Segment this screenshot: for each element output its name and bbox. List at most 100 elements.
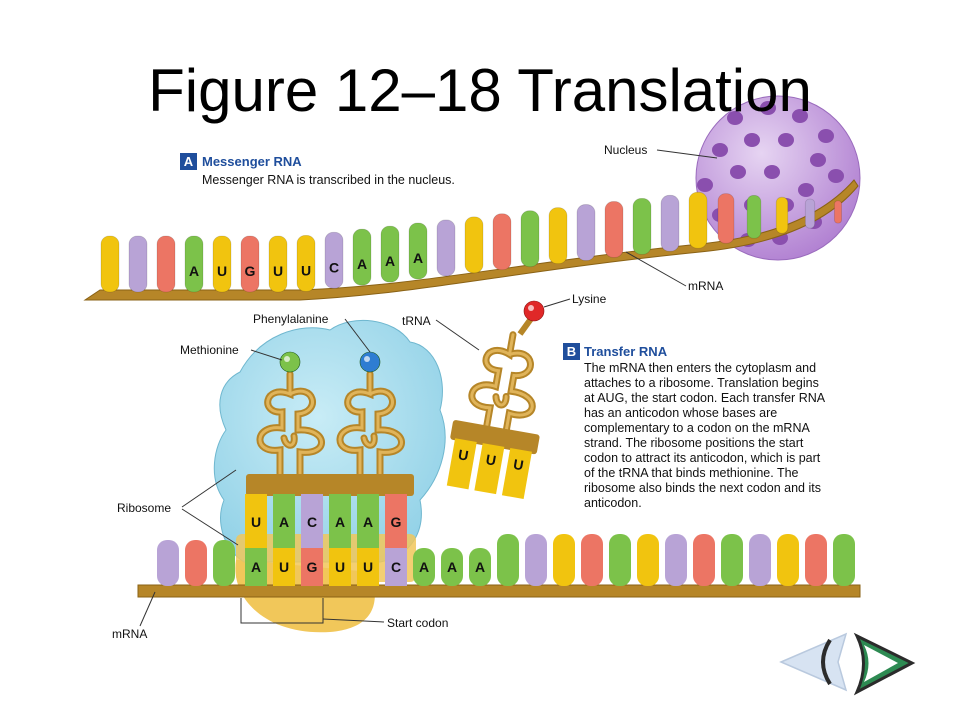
lysine-leader-line: [543, 298, 571, 308]
nucleus-label: Nucleus: [604, 143, 647, 157]
mrna-top-base: [156, 235, 176, 293]
mrna-bottom-base: [609, 534, 631, 586]
start-codon-label: Start codon: [387, 616, 448, 630]
mrna-codon-base-letter: A: [475, 559, 485, 575]
free-trna-base-letter: U: [512, 456, 525, 474]
ribosome-label: Ribosome: [117, 501, 171, 515]
mrna-top-base-letter: U: [217, 263, 227, 279]
mrna-codon-base-letter: U: [335, 559, 345, 575]
forward-arrow-inner: [864, 645, 898, 682]
mrna-bottom-base: [749, 534, 771, 586]
mrna-top-base: [492, 213, 512, 271]
section-b-text-line: ribosome also binds the next codon and i…: [584, 481, 821, 495]
forward-button[interactable]: [853, 632, 916, 696]
mrna-top-base: [804, 198, 816, 229]
section-b-text-line: has an anticodon whose bases are: [584, 406, 777, 420]
section-b-heading: Transfer RNA: [584, 344, 668, 359]
back-arrow-icon: [779, 632, 848, 692]
mrna-top-base: [296, 234, 316, 292]
section-b-text-line: codon to attract its anticodon, which is…: [584, 451, 821, 465]
section-b-text-line: strand. The ribosome positions the start: [584, 436, 804, 450]
section-b-text-line: The mRNA then enters the cytoplasm and: [584, 361, 816, 375]
page-title: Figure 12–18 Translation: [148, 57, 812, 124]
mrna-top-base: [352, 228, 372, 286]
nuclear-pore: [828, 169, 844, 183]
section-a-heading: Messenger RNA: [202, 154, 302, 169]
mrna-codon-base: [357, 548, 379, 586]
mrna-codon-base: [245, 548, 267, 586]
lysine-amino-acid-shine: [528, 305, 534, 311]
mrna-top-base-letter: A: [357, 256, 367, 272]
section-a-badge-letter: A: [184, 154, 194, 169]
nuclear-pore: [697, 178, 713, 192]
back-button[interactable]: [779, 632, 848, 692]
free-trna-base: [501, 447, 532, 500]
free-trna-arm: [450, 420, 540, 455]
section-b-text-line: at AUG, the start codon. Each transfer R…: [584, 391, 826, 405]
nuclear-pore: [730, 165, 746, 179]
mrna-top-base: [604, 201, 624, 258]
section-b-text-line: of the tRNA that binds methionine. The: [584, 466, 799, 480]
nuclear-pore: [818, 129, 834, 143]
mrna-bottom-base: [525, 534, 547, 586]
phenylalanine-leader-line: [344, 318, 371, 353]
mrna-bottom-base: [157, 540, 179, 586]
section-b-text-line: complementary to a codon on the mRNA: [584, 421, 810, 435]
anticodon-base: [385, 494, 407, 554]
nuclear-pore: [744, 133, 760, 147]
anticodon-base-letter: A: [279, 514, 289, 530]
mrna-top-base-letter: A: [189, 263, 199, 279]
mrna-bottom-base: [721, 534, 743, 586]
mrna-top-label: mRNA: [688, 279, 723, 293]
mrna-codon-base-letter: U: [363, 559, 373, 575]
start-codon-leader-line: [322, 618, 385, 623]
trna-leader-line: [435, 319, 480, 351]
mrna-top-base: [128, 235, 148, 293]
methionine-leader-line: [250, 349, 283, 361]
mrna-bottom-base: [805, 534, 827, 586]
trna-molecule-highlight: [338, 372, 403, 476]
mrna-bottom-base: [833, 534, 855, 586]
section-b-text-line: anticodon.: [584, 496, 642, 510]
mrna-top-base: [464, 216, 484, 274]
mrna-top-base-letter: G: [245, 263, 256, 279]
mrna-top-base: [240, 235, 260, 293]
free-trna-base: [474, 443, 505, 495]
methionine-amino-acid-shine: [284, 356, 290, 362]
mrna-bottom-base: [185, 540, 207, 586]
back-arrow-bracket: [821, 638, 832, 686]
mrna-top-base: [688, 191, 708, 249]
methionine-label: Methionine: [180, 343, 239, 357]
mrna-top-base-letter: U: [301, 262, 311, 278]
anticodon-base-letter: A: [335, 514, 345, 530]
mrna-codon-base-letter: U: [279, 559, 289, 575]
mrna-top-base-letter: C: [329, 259, 339, 275]
section-a-badge: [180, 153, 197, 170]
free-trna-molecule-highlight: [470, 333, 534, 437]
mrna-top-base: [632, 197, 652, 255]
nuclear-pore: [798, 183, 814, 197]
mrna-bottom-base: [213, 540, 235, 586]
mrna-top-base: [380, 225, 400, 283]
nuclear-pore: [764, 165, 780, 179]
mrna-bottom-base: [777, 534, 799, 586]
section-a-text: Messenger RNA is transcribed in the nucl…: [202, 173, 455, 187]
mrna-top-base: [408, 222, 428, 280]
mrna-top-base: [184, 235, 204, 293]
mrna-codon-base: [441, 548, 463, 586]
mrna-top-base: [520, 210, 540, 268]
ribosome-leader-line-1: [181, 469, 237, 508]
free-trna-base-letter: U: [485, 451, 498, 469]
anticodon-base: [329, 494, 351, 554]
mrna-top-base: [212, 235, 232, 293]
mrna-top-base: [660, 194, 680, 252]
free-trna-molecule: [468, 331, 536, 439]
free-trna-base-letter: U: [457, 446, 470, 464]
anticodon-base-letter: A: [363, 514, 373, 530]
anticodon-base-letter: G: [391, 514, 402, 530]
mrna-bottom-backbone: [137, 584, 861, 598]
mrna-codon-base: [385, 548, 407, 586]
mrna-top-base: [717, 193, 735, 244]
mrna-codon-base-letter: C: [391, 559, 401, 575]
